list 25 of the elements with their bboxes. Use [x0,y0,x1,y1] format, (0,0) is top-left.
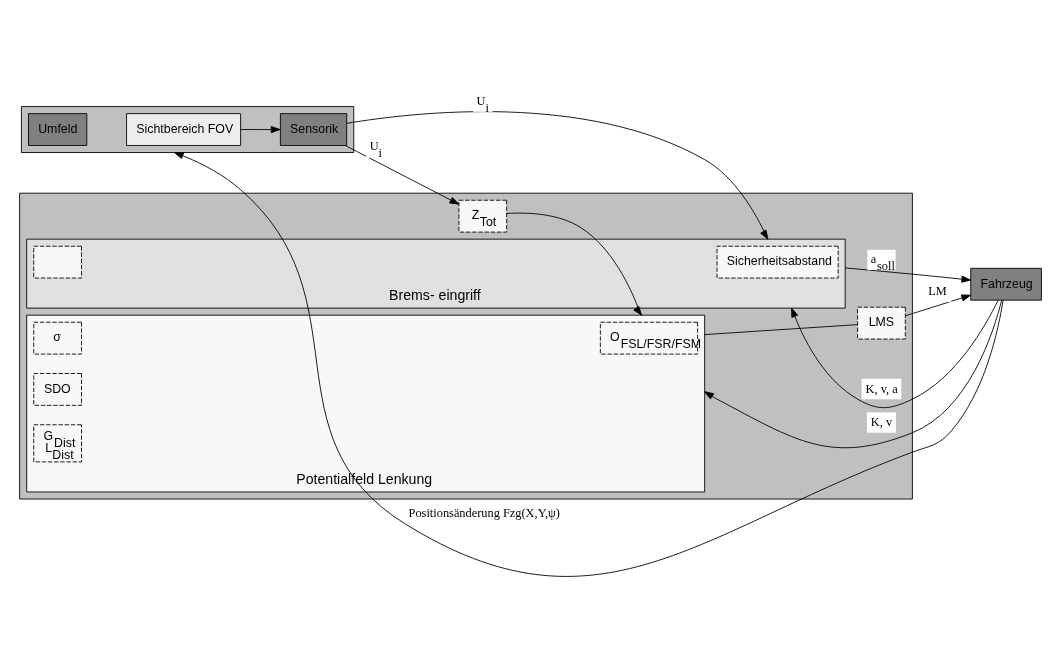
arrow [905,294,972,317]
arrow [173,152,1004,577]
edge-label: K, v, a [865,381,898,396]
arrow [345,145,460,205]
node-box: LMS [857,306,906,340]
node-box: Fahrzeug [970,267,1042,301]
edge-label: LM [928,284,947,299]
node-box: SDO [33,373,82,406]
cluster [20,106,355,153]
node-box: Sensorik [279,113,348,146]
arrow [844,267,972,283]
arrow [346,111,769,240]
arrow [506,212,643,316]
arrow [704,299,1003,449]
arrow [791,299,999,409]
arrow [240,126,281,134]
node-box: σ [33,321,82,355]
edge-label: Positionsänderung Fzg(X,Y,ψ) [408,506,560,521]
node-box [33,245,82,279]
connector [704,324,858,335]
node-box: Sichtbereich FOV [126,113,242,146]
node-box: Sicherheitsabstand [716,245,839,279]
edge-label: K, v [870,415,893,430]
cluster [19,192,913,500]
node-box: Umfeld [28,113,88,146]
